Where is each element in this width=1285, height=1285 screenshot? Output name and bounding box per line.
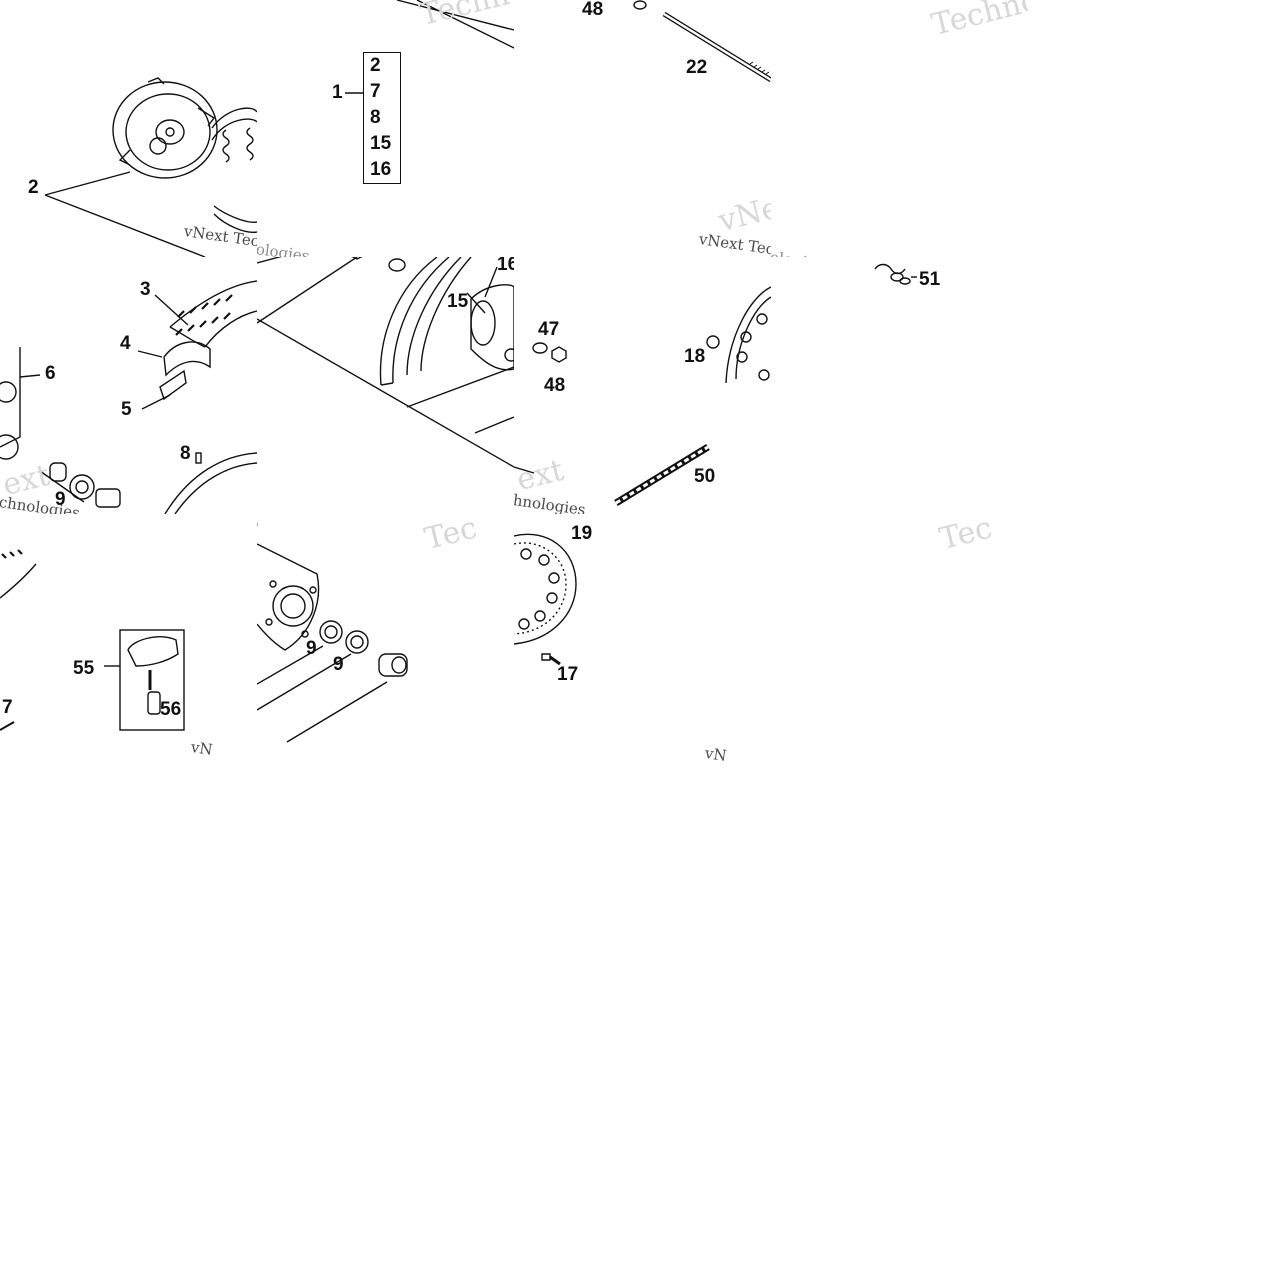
kit-item: 16	[370, 159, 392, 180]
tyre-drawing	[0, 280, 257, 514]
master-link-drawing	[874, 263, 917, 285]
callout-8: 8	[180, 443, 191, 464]
tile-master-link: 51	[771, 257, 1028, 514]
callout-48: 48	[582, 0, 604, 20]
tile-tyre: 3 4 5 6 8 9 ext chnologies	[0, 257, 257, 514]
callout-16: 16	[257, 514, 258, 533]
callout-48: 48	[544, 375, 566, 396]
kit-item: 2	[370, 55, 381, 76]
callout-4: 4	[120, 333, 131, 354]
kit-item: 15	[370, 133, 392, 154]
callout-18: 18	[684, 346, 706, 367]
sprocket-chain-drawing	[514, 286, 771, 506]
tile-brake-plate: 2 vNext Tec	[0, 0, 257, 257]
callout-16: 16	[497, 257, 514, 275]
watermark-text: Tec	[936, 514, 996, 558]
callout-2: 2	[28, 177, 39, 198]
kit-item: 7	[370, 81, 381, 102]
tile-watermark: Tec	[771, 514, 1028, 771]
tile-hub-bearings: 16 9 9 Tec	[257, 514, 514, 771]
tile-watermark: Techno ologies	[771, 0, 1028, 257]
kit-item: 8	[370, 107, 381, 128]
callout-6: 6	[45, 363, 56, 384]
axle-drawing	[633, 0, 771, 83]
watermark-text: vN	[189, 738, 214, 759]
rim-hub-drawing	[257, 257, 514, 468]
callout-51: 51	[919, 269, 941, 290]
tile-valve: 55 56 7 vN	[0, 514, 257, 771]
tile-axle: 48 22 vNext Technologies vNe	[514, 0, 771, 257]
callout-7: 7	[2, 697, 13, 718]
tile-rear-sprocket: 19 17 vN	[514, 514, 771, 771]
tile-sprocket-chain: 47 48 18 50 ext hnologies	[514, 257, 771, 514]
callout-9: 9	[55, 489, 66, 510]
callout-9: 9	[306, 638, 317, 659]
callout-17: 17	[557, 664, 579, 685]
callout-1: 1	[332, 82, 343, 103]
callout-50: 50	[694, 466, 716, 487]
hub-bearings-drawing	[257, 543, 408, 743]
callout-5: 5	[121, 399, 132, 420]
kit-contents-box: 2 7 8 15 16	[363, 52, 401, 184]
callout-55: 55	[73, 658, 95, 679]
callout-19: 19	[571, 523, 593, 544]
brake-plate-drawing	[44, 77, 257, 257]
callout-15: 15	[447, 291, 469, 312]
callout-22: 22	[686, 57, 708, 78]
valve-drawing	[0, 549, 185, 731]
callout-47: 47	[538, 319, 560, 340]
watermark-text: Techno	[928, 0, 1028, 44]
callout-56: 56	[160, 699, 182, 720]
rear-sprocket-drawing	[514, 533, 577, 666]
watermark-text: vN	[703, 744, 728, 765]
kit-box-drawing	[345, 0, 514, 94]
callout-3: 3	[140, 279, 151, 300]
tile-rim-hub: 47 16 15	[257, 257, 514, 514]
tile-kit-box: Techno 1 2 7 8 15 16 ologies	[257, 0, 514, 257]
callout-9: 9	[333, 654, 344, 675]
watermark-text: ologies	[771, 248, 825, 257]
